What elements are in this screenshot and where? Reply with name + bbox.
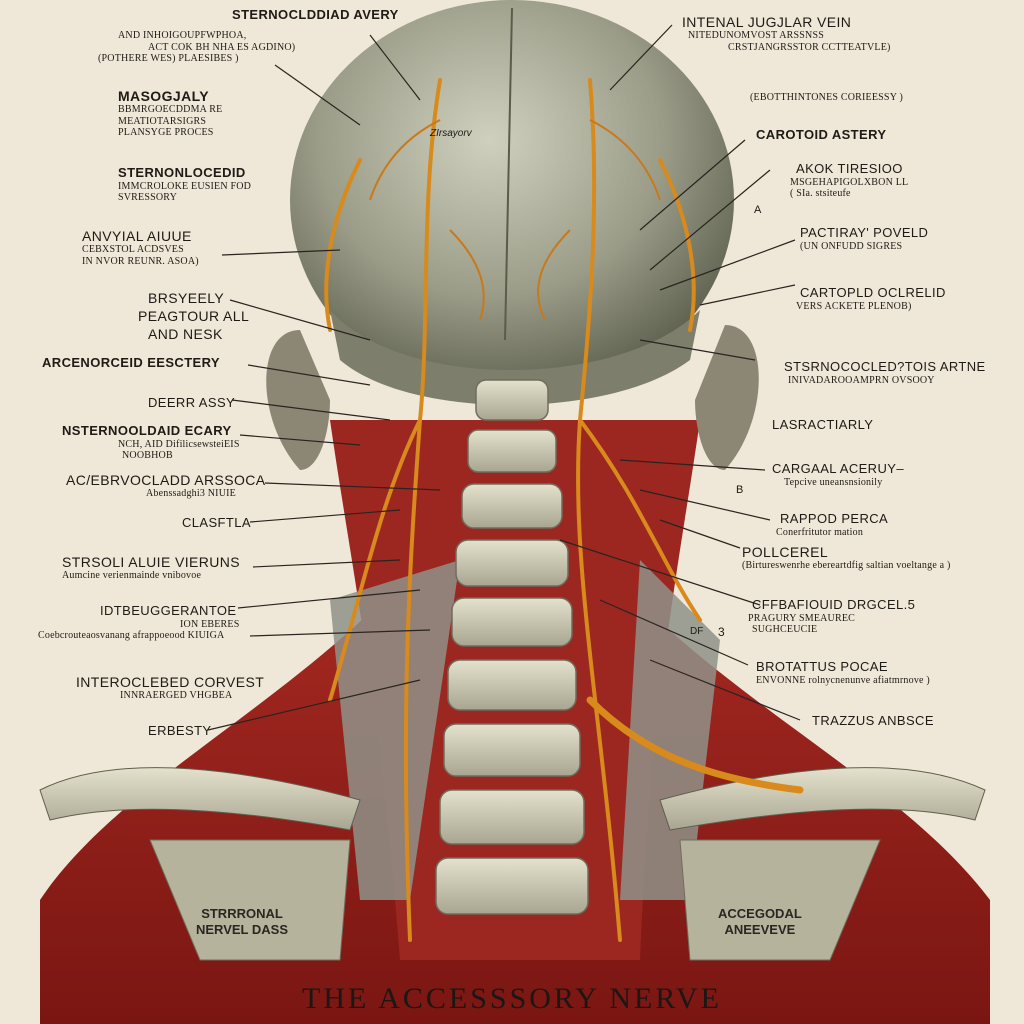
cervical-spine bbox=[435, 379, 589, 915]
label-acebrvocladd-arssoca: AC/EBRVOCLADD ARSSOCA Abenssadghi3 NIUIE bbox=[66, 472, 266, 500]
leader-lines bbox=[207, 24, 801, 731]
right-ear bbox=[695, 325, 759, 470]
marker-b: B bbox=[736, 484, 744, 496]
label-peagtour-all: PEAGTOUR ALL bbox=[138, 308, 250, 324]
label-erbesty: ERBESTY bbox=[148, 723, 212, 738]
label-brotattus-pocae: BROTATTUS POCAE ENVONNE rolnycnenunve af… bbox=[756, 659, 930, 686]
label-and-nesk: AND NESK bbox=[148, 326, 223, 342]
label-sternonlocedid: STERNONLOCEDID IMMCROLOKE EUSIEN FOD SVR… bbox=[118, 165, 252, 204]
label-strsoli-aluie-vieruns: STRSOLI ALUIE VIERUNS Aumcine verienmain… bbox=[62, 554, 241, 582]
label-sternocleidoid-artery-notes: AND INHOIGOUPFWPHOA, ACT COK BH NHA ES A… bbox=[98, 30, 296, 64]
label-masogjaly: MASOGJALY BBMRGOECDDMA RE MEATIOTARSIGRS… bbox=[118, 88, 223, 139]
skull bbox=[290, 0, 734, 400]
label-deerr-assy: DEERR ASSY bbox=[148, 395, 236, 410]
sagittal-suture bbox=[504, 7, 513, 341]
label-lasractiarly: LASRACTIARLY bbox=[772, 417, 874, 432]
nerve-branches bbox=[324, 78, 804, 942]
marker-skull-note: ZIrsayorv bbox=[430, 128, 472, 139]
label-intenal-jugular-vein: INTENAL JUGJLAR VEIN NITEDUNOMVOST ARSSN… bbox=[682, 14, 891, 53]
right-scapula bbox=[679, 839, 881, 961]
grey-muscle-band-left bbox=[330, 560, 460, 900]
marker-a: A bbox=[754, 204, 762, 216]
label-cartopld-oclrelid: CARTOPLD OCLRELID VERS ACKETE PLENOB) bbox=[796, 285, 946, 312]
marker-3: 3 bbox=[718, 625, 725, 639]
label-carotoid-astery: CAROTOID ASTERY bbox=[756, 127, 887, 142]
label-anvyial-aiuue: ANVYIAL AIUUE CEBXSTOL ACDSVES IN NVOR R… bbox=[82, 228, 199, 267]
label-sternocleidoid-artery: STERNOCLDDIAD AVERY bbox=[232, 7, 399, 22]
label-ebotthintones: (EBOTTHINTONES CORIEESSY ) bbox=[750, 92, 903, 103]
label-akok-tiresioo: AKOK TIRESIOO MSGEHAPIGOLXBON LL ( SIa. … bbox=[790, 161, 909, 200]
label-interoclebed-corvest: INTEROCLEBED CORVEST INNRAERGED VHGBEA bbox=[76, 674, 265, 702]
left-scapula bbox=[149, 839, 351, 961]
corner-caption-left: STRRRONAL NERVEL DASS bbox=[196, 906, 288, 937]
label-rappod-perca: RAPPOD PERCA Conerfritutor mation bbox=[776, 511, 889, 538]
left-clavicle bbox=[39, 767, 361, 831]
label-brsyeely: BRSYEELY bbox=[148, 290, 225, 306]
label-trazzus-anbsce: TRAZZUS ANBSCE bbox=[812, 713, 934, 728]
label-pollcerel: POLLCEREL (Birtureswenrhe ebereartdfig s… bbox=[742, 544, 951, 572]
page-title: THE ACCESSSORY NERVE bbox=[302, 982, 722, 1015]
marker-df: DF bbox=[690, 626, 704, 637]
label-cargaal-aceruy: CARGAAL ACERUY– Tepcive uneansnsionily bbox=[772, 461, 904, 488]
left-ear bbox=[266, 330, 330, 470]
label-idtbeuggerantoe: IDTBEUGGERANTOE ION EBERES Coebcrouteaos… bbox=[38, 603, 240, 642]
label-pactiray-poveld: PACTIRAY' POVELD (UN ONFUDD SIGRES bbox=[800, 225, 929, 252]
label-clasftla: CLASFTLA bbox=[182, 515, 251, 530]
label-nsternooldaid-ecary: NSTERNOOLDAID ECARY NCH, AID Difilicsews… bbox=[62, 423, 240, 462]
label-cffbafiouid-drgcel: CFFBAFIOUID DRGCEL.5 PRAGURY SMEAUREC SU… bbox=[748, 597, 916, 636]
corner-caption-right: ACCEGODAL ANEEVEVE bbox=[718, 906, 802, 937]
nerve-fine-branches bbox=[369, 119, 661, 321]
label-stsrnococled-tois-artne: STSRNOCOCLED?TOIS ARTNE INIVADAROOAMPRN … bbox=[784, 359, 986, 386]
label-arcenorceid-eescter: ARCENORCEID EESCTERY bbox=[42, 355, 220, 370]
